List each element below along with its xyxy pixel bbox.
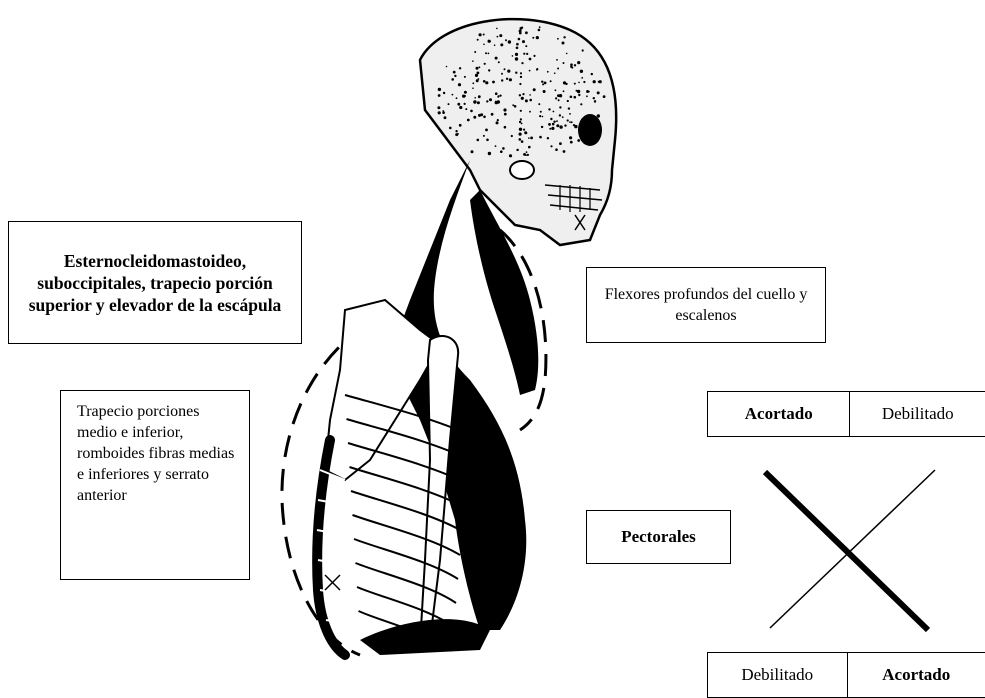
- upper-tight-muscles-label: Esternocleidomastoideo, suboccipitales, …: [8, 221, 302, 344]
- legend-top-right: Debilitado: [850, 392, 985, 436]
- deep-flexors-label: Flexores profundos del cuello y escaleno…: [586, 267, 826, 343]
- legend-bottom-right: Acortado: [848, 653, 985, 697]
- lower-weak-muscles-label: Trapecio porciones medio e inferior, rom…: [60, 390, 250, 580]
- upper-tight-muscles-text: Esternocleidomastoideo, suboccipitales, …: [19, 250, 291, 316]
- pectorals-label: Pectorales: [586, 510, 731, 564]
- pectorals-text: Pectorales: [621, 527, 696, 547]
- lower-weak-muscles-text: Trapecio porciones medio e inferior, rom…: [77, 403, 234, 504]
- thick-diagonal: [765, 472, 928, 630]
- deep-flexors-text: Flexores profundos del cuello y escaleno…: [597, 284, 815, 326]
- legend-top-row: Acortado Debilitado: [707, 391, 985, 437]
- legend-bottom-left: Debilitado: [708, 653, 848, 697]
- pelvis: [360, 619, 490, 655]
- legend-bottom-row: Debilitado Acortado: [707, 652, 985, 698]
- x-mark: [325, 575, 340, 590]
- legend-top-left: Acortado: [708, 392, 850, 436]
- thin-diagonal: [770, 470, 935, 628]
